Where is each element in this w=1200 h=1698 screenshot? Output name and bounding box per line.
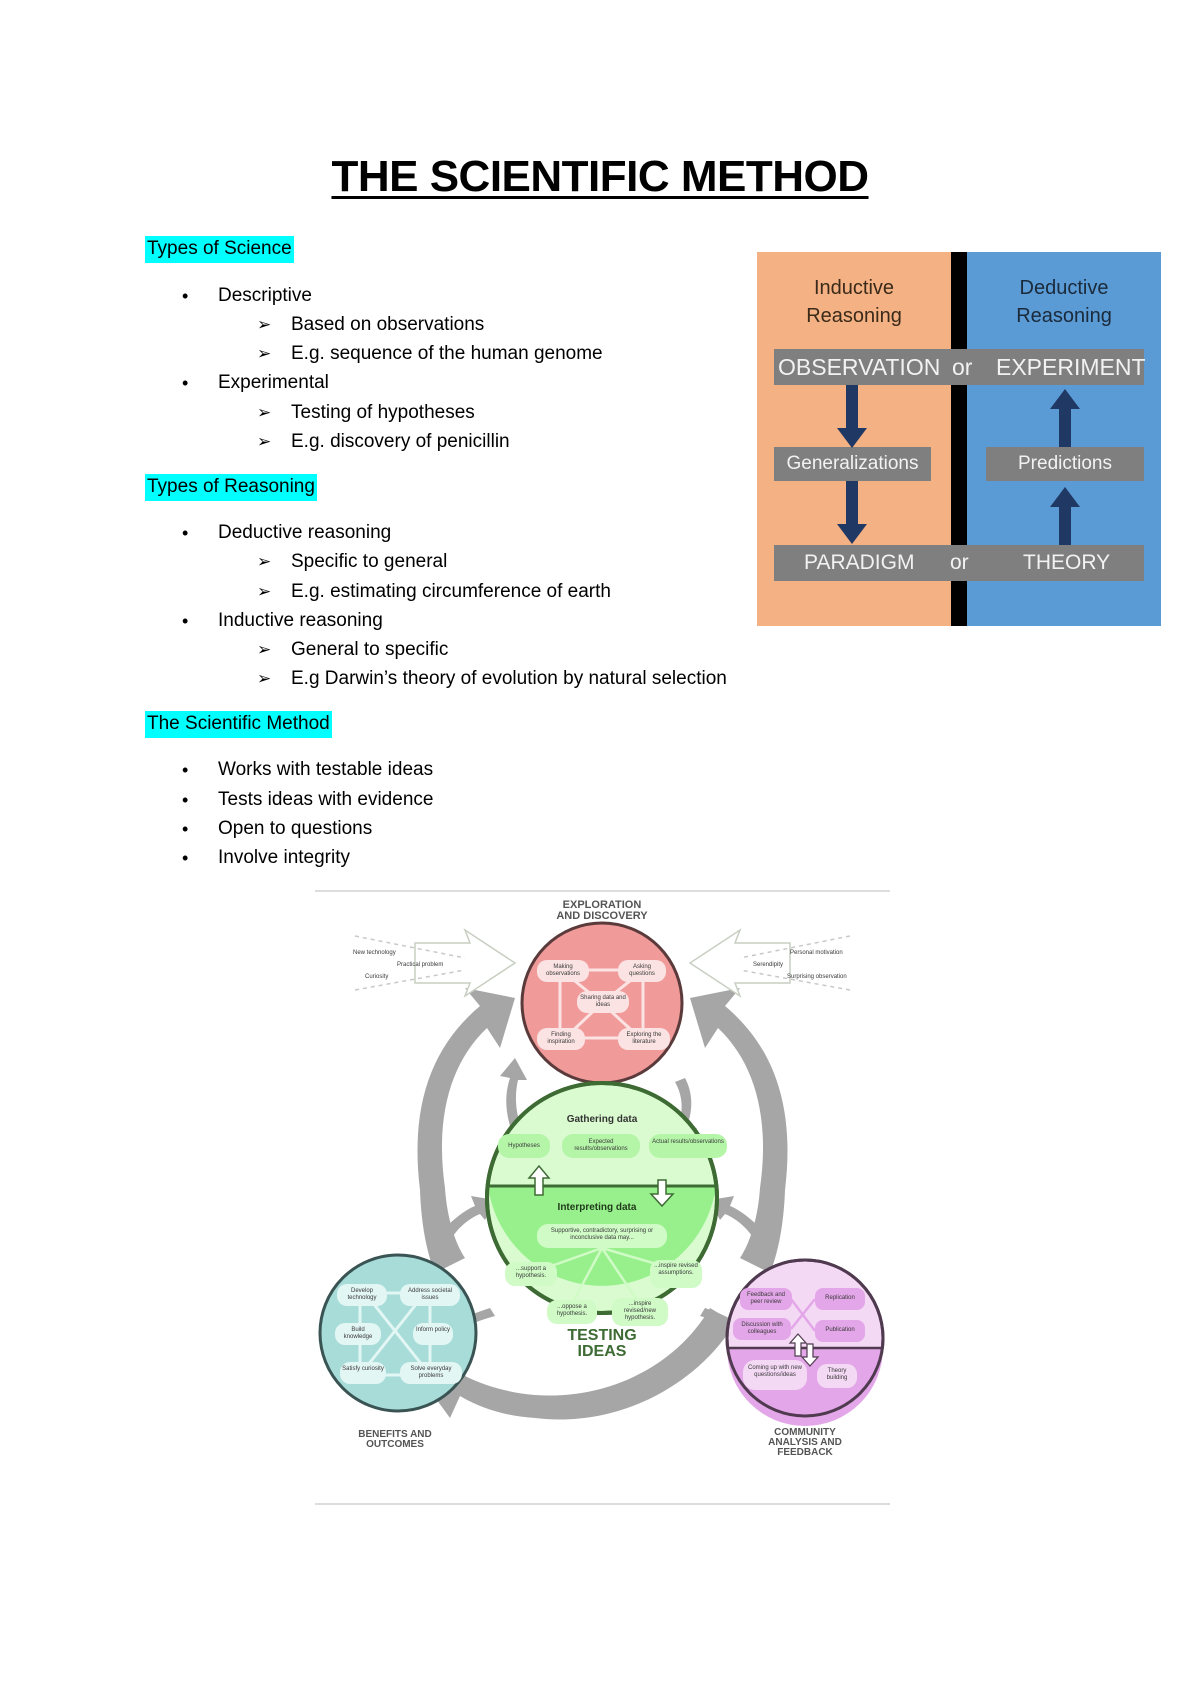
inductive-header: Inductive Reasoning [806,277,902,327]
node-label: Solve everyday problems [410,1366,452,1379]
community-title: COMMUNITY ANALYSIS AND FEEDBACK [768,1427,842,1458]
node-label: Inform policy [415,1327,450,1333]
node-label: Theory building [826,1368,848,1381]
sub-list-item: E.g. discovery of penicillin [257,430,510,454]
node-label: Replication [825,1295,855,1301]
list-item: Tests ideas with evidence [182,788,434,812]
list-item: Open to questions [182,817,372,841]
node-label: Exploring the literature [626,1032,662,1045]
predictions-box: Predictions [986,447,1144,481]
node-label: Satisfy curiosity [342,1366,384,1372]
left-input-arrow [414,928,517,998]
node-label: Sharing data and ideas [580,995,626,1008]
divider-bar [951,252,967,626]
arrow-down-icon [837,481,867,544]
reasoning-diagram: Inductive Reasoning Deductive Reasoning … [757,252,1161,626]
sub-list-item: E.g Darwin’s theory of evolution by natu… [257,667,727,691]
section-heading-scientific-method: The Scientific Method [145,711,332,738]
input-label: Practical problem [397,962,444,968]
arrow-up-icon [788,1333,808,1357]
bottom-cycle-arrow [410,1308,735,1420]
node-label: Expected results/observations [574,1139,628,1152]
node-label: Develop technology [347,1288,377,1301]
arrow-up-icon [1050,487,1080,545]
sub-list-item: Based on observations [257,313,484,337]
node-label: Address societal issues [407,1288,453,1301]
node-label: Build knowledge [343,1327,373,1340]
list-item: Inductive reasoning [182,609,383,633]
list-item: Descriptive [182,284,312,308]
input-label: Personal motivation [790,950,843,956]
benefits-title: BENEFITS AND OUTCOMES [358,1429,432,1450]
sub-list-item: E.g. sequence of the human genome [257,342,603,366]
exploration-title: EXPLORATION AND DISCOVERY [556,899,648,922]
node-label: Feedback and peer review [746,1292,786,1305]
node-label: Publication [825,1327,855,1333]
node-label: Making observations [545,964,581,977]
sub-list-item: Specific to general [257,550,447,574]
node-label: Asking questions [629,964,655,977]
scientific-process-diagram: EXPLORATION AND DISCOVERY New technology… [315,888,890,1508]
cycle-arrows [410,988,788,1420]
arrow-up-icon [527,1164,551,1196]
interpreting-data-title: Interpreting data [557,1202,637,1213]
node-label: Hypotheses [508,1143,540,1149]
observation-experiment-row: OBSERVATION or EXPERIMENT [774,349,1146,385]
list-item: Involve integrity [182,846,350,870]
gathering-data-title: Gathering data [566,1114,638,1125]
arrow-down-icon [800,1343,820,1367]
arrow-down-icon [649,1179,675,1208]
arrow-down-icon [837,385,867,448]
list-item: Deductive reasoning [182,521,391,545]
section-heading-types-of-science: Types of Science [145,236,294,263]
input-label: Serendipity [753,962,784,968]
sub-list-item: E.g. estimating circumference of earth [257,580,611,604]
input-label: Curiosity [365,974,389,980]
diagram-labels: EXPLORATION AND DISCOVERY New technology… [315,888,890,1508]
left-cycle-arrow [417,988,515,1273]
right-input-arrow [688,928,791,998]
node-label: Finding inspiration [547,1032,575,1045]
node-label: Supportive, contradictory, surprising or… [550,1228,654,1241]
small-arrow-benefits-up [445,1196,495,1236]
deductive-header: Deductive Reasoning [1016,277,1112,327]
list-item: Experimental [182,371,329,395]
sub-list-item: Testing of hypotheses [257,401,475,425]
section-heading-types-of-reasoning: Types of Reasoning [145,474,317,501]
arrow-up-icon [1050,389,1080,447]
list-item: Works with testable ideas [182,758,433,782]
page-title: THE SCIENTIFIC METHOD [331,152,869,201]
input-label: Surprising observation [787,974,847,980]
node-label: ...inspire revised assumptions. [654,1263,698,1276]
sub-list-item: General to specific [257,638,448,662]
node-label: Coming up with new questions/ideas [747,1365,803,1378]
node-label: ...support a hypothesis. [515,1266,547,1279]
node-label: Discussion with colleagues [741,1322,783,1335]
node-label: Actual results/observations [652,1139,724,1145]
node-label: ...inspire revised/new hypothesis. [623,1301,656,1321]
small-arrow-community-up [710,1196,760,1236]
testing-ideas-title: TESTING IDEAS [567,1327,637,1360]
node-label: ...oppose a hypothesis. [556,1304,588,1317]
input-label: New technology [353,950,396,956]
right-cycle-arrow [690,988,788,1273]
paradigm-theory-row: PARADIGM or THEORY [774,545,1144,581]
reasoning-arrows [837,385,1080,545]
generalizations-box: Generalizations [774,447,931,481]
small-arrow-up [500,1058,527,1126]
